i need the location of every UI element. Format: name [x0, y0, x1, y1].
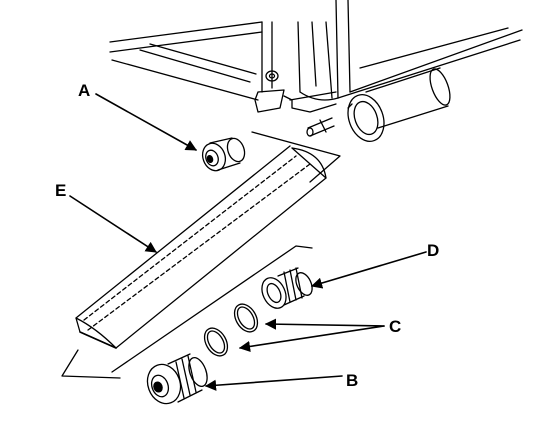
leader-c-upper [264, 318, 385, 330]
leader-c-lower [238, 325, 385, 353]
callout-label-b: B [346, 371, 359, 390]
part-c-o-rings [203, 303, 259, 357]
machine-frame [109, 0, 523, 113]
callout-label-d: D [427, 241, 440, 260]
part-e-sleeve [61, 131, 341, 379]
lower-assembly-outline [111, 245, 313, 373]
leader-b [204, 375, 343, 391]
callout-leaders [69, 93, 427, 391]
leader-a [95, 93, 197, 151]
leader-e [69, 195, 157, 253]
callout-label-c: C [389, 317, 402, 336]
callout-label-a: A [78, 81, 91, 100]
part-d-end-cap [261, 267, 313, 309]
leader-d [310, 251, 427, 289]
callout-label-e: E [55, 181, 67, 200]
part-b-threaded-plug [146, 353, 208, 405]
shaft-and-tube [306, 67, 451, 142]
part-a-roller-plug [201, 137, 246, 172]
